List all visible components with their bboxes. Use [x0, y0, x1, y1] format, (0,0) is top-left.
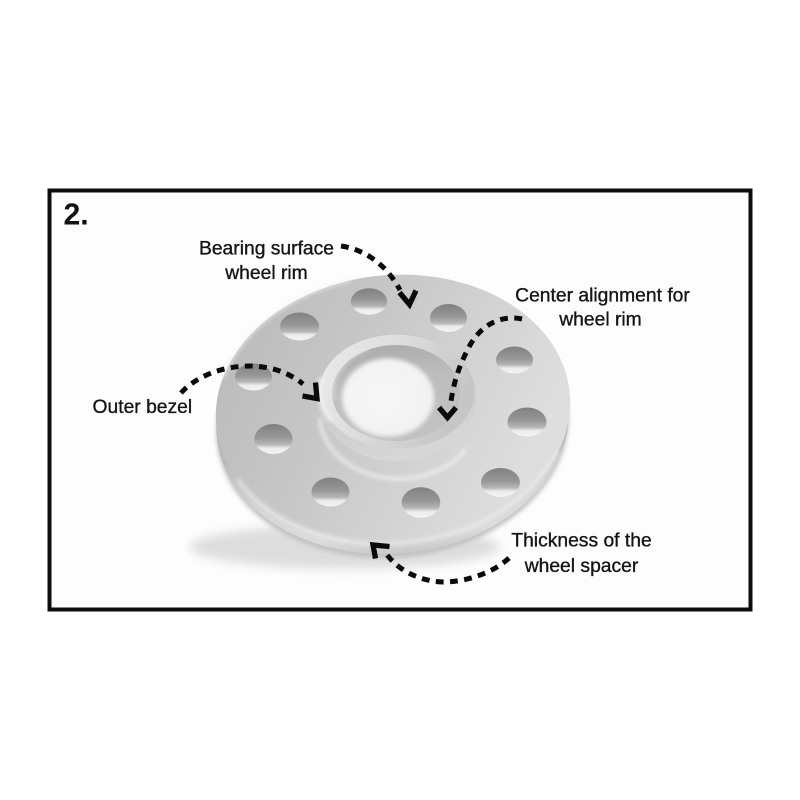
- svg-text:Center alignment for: Center alignment for: [515, 286, 690, 307]
- svg-text:Outer bezel: Outer bezel: [93, 397, 193, 418]
- svg-text:wheel rim: wheel rim: [558, 310, 642, 331]
- svg-text:wheel spacer: wheel spacer: [524, 556, 639, 577]
- svg-text:Bearing surface: Bearing surface: [199, 239, 334, 260]
- svg-text:Thickness of the: Thickness of the: [511, 531, 651, 552]
- svg-text:2.: 2.: [64, 199, 89, 232]
- svg-text:wheel rim: wheel rim: [224, 263, 308, 284]
